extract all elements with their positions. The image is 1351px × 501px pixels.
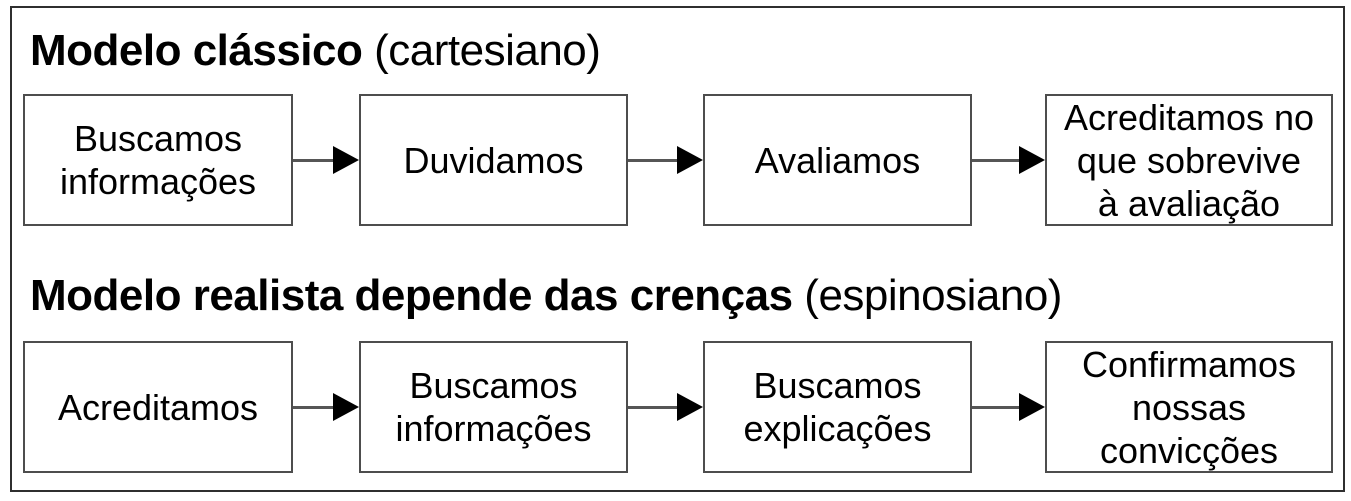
realist-model-title-annotation: (espinosiano) [792, 271, 1062, 320]
flow-box-acreditamos-sobrevive: Acreditamos no que sobrevive à avaliação [1045, 94, 1333, 226]
realist-model-title-bold: Modelo realista depende das crenças [30, 271, 793, 320]
flow-box-buscamos-informacoes-2: Buscamos informações [359, 341, 628, 473]
right-arrow-icon [972, 393, 1045, 421]
arrow-head-icon [1019, 393, 1045, 421]
flow-box-duvidamos: Duvidamos [359, 94, 628, 226]
arrow-head-icon [677, 393, 703, 421]
right-arrow-icon [628, 393, 703, 421]
flow-box-buscamos-informacoes: Buscamos informações [23, 94, 293, 226]
realist-model-title: Modelo realista depende das crenças (esp… [30, 267, 1062, 325]
right-arrow-icon [628, 146, 703, 174]
arrow-shaft [972, 158, 1019, 162]
classic-model-title-bold: Modelo clássico [30, 26, 363, 75]
right-arrow-icon [293, 146, 359, 174]
arrow-head-icon [333, 146, 359, 174]
flow-box-buscamos-explicacoes: Buscamos explicações [703, 341, 972, 473]
arrow-head-icon [677, 146, 703, 174]
classic-model-title-annotation: (cartesiano) [362, 26, 601, 75]
arrow-shaft [628, 405, 677, 409]
arrow-shaft [293, 405, 333, 409]
arrow-head-icon [1019, 146, 1045, 174]
classic-model-title: Modelo clássico (cartesiano) [30, 22, 601, 80]
arrow-shaft [293, 158, 333, 162]
flow-box-acreditamos: Acreditamos [23, 341, 293, 473]
arrow-shaft [628, 158, 677, 162]
flow-box-confirmamos-conviccoes: Confirmamos nossas convicções [1045, 341, 1333, 473]
flow-box-avaliamos: Avaliamos [703, 94, 972, 226]
arrow-shaft [972, 405, 1019, 409]
right-arrow-icon [972, 146, 1045, 174]
arrow-head-icon [333, 393, 359, 421]
right-arrow-icon [293, 393, 359, 421]
